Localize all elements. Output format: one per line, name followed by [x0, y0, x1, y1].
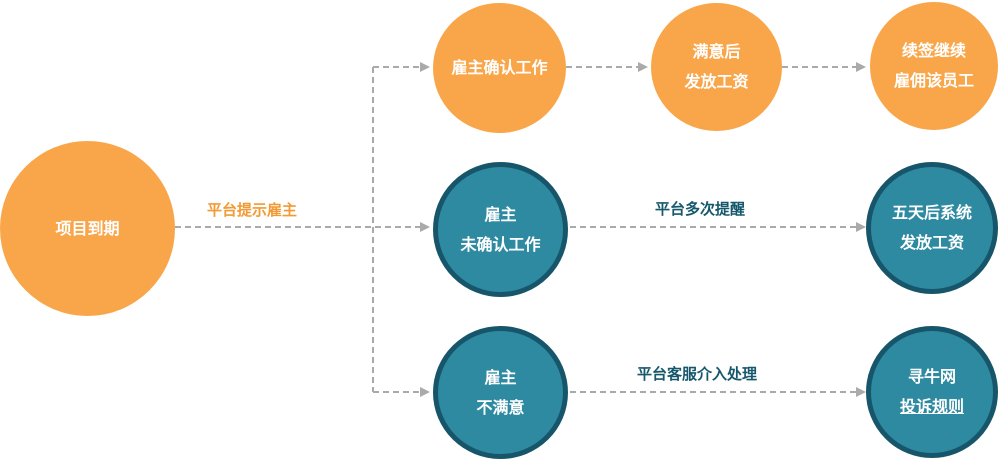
node-employer-unsatisfied: 雇主 不满意 [433, 326, 568, 459]
label-platform-prompt: 平台提示雇主 [207, 201, 298, 219]
node-complaint-rules-line1: 寻牛网 [907, 367, 956, 386]
node-auto-pay-line2: 发放工资 [899, 233, 964, 252]
node-employer-unconfirmed: 雇主 未确认工作 [433, 162, 568, 297]
node-project-due: 项目到期 [0, 141, 175, 316]
node-employer-confirms-label: 雇主确认工作 [451, 58, 548, 77]
node-employer-unconfirmed-line2: 未确认工作 [460, 234, 541, 254]
node-satisfied-pay-line2: 发放工资 [684, 72, 749, 91]
node-employer-unsatisfied-line2: 不满意 [476, 397, 525, 417]
node-employer-unconfirmed-line1: 雇主 [484, 204, 517, 224]
complaint-rules-link[interactable]: 投诉规则 [899, 397, 964, 416]
node-employer-unsatisfied-line1: 雇主 [484, 367, 517, 387]
node-rehire-line1: 续签继续 [901, 41, 966, 60]
node-satisfied-pay-line1: 满意后 [692, 42, 741, 61]
label-multiple-reminders: 平台多次提醒 [655, 200, 746, 218]
node-auto-pay: 五天后系统 发放工资 [866, 162, 998, 294]
node-rehire-line2: 雇佣该员工 [893, 71, 974, 90]
node-complaint-rules: 寻牛网 投诉规则 [866, 326, 998, 458]
node-project-due-label: 项目到期 [55, 218, 120, 238]
node-satisfied-pay: 满意后 发放工资 [651, 3, 782, 131]
node-employer-confirms: 雇主确认工作 [433, 3, 566, 133]
node-rehire: 续签继续 雇佣该员工 [870, 2, 998, 130]
node-auto-pay-line1: 五天后系统 [891, 203, 972, 222]
label-customer-service: 平台客服介入处理 [637, 365, 758, 383]
